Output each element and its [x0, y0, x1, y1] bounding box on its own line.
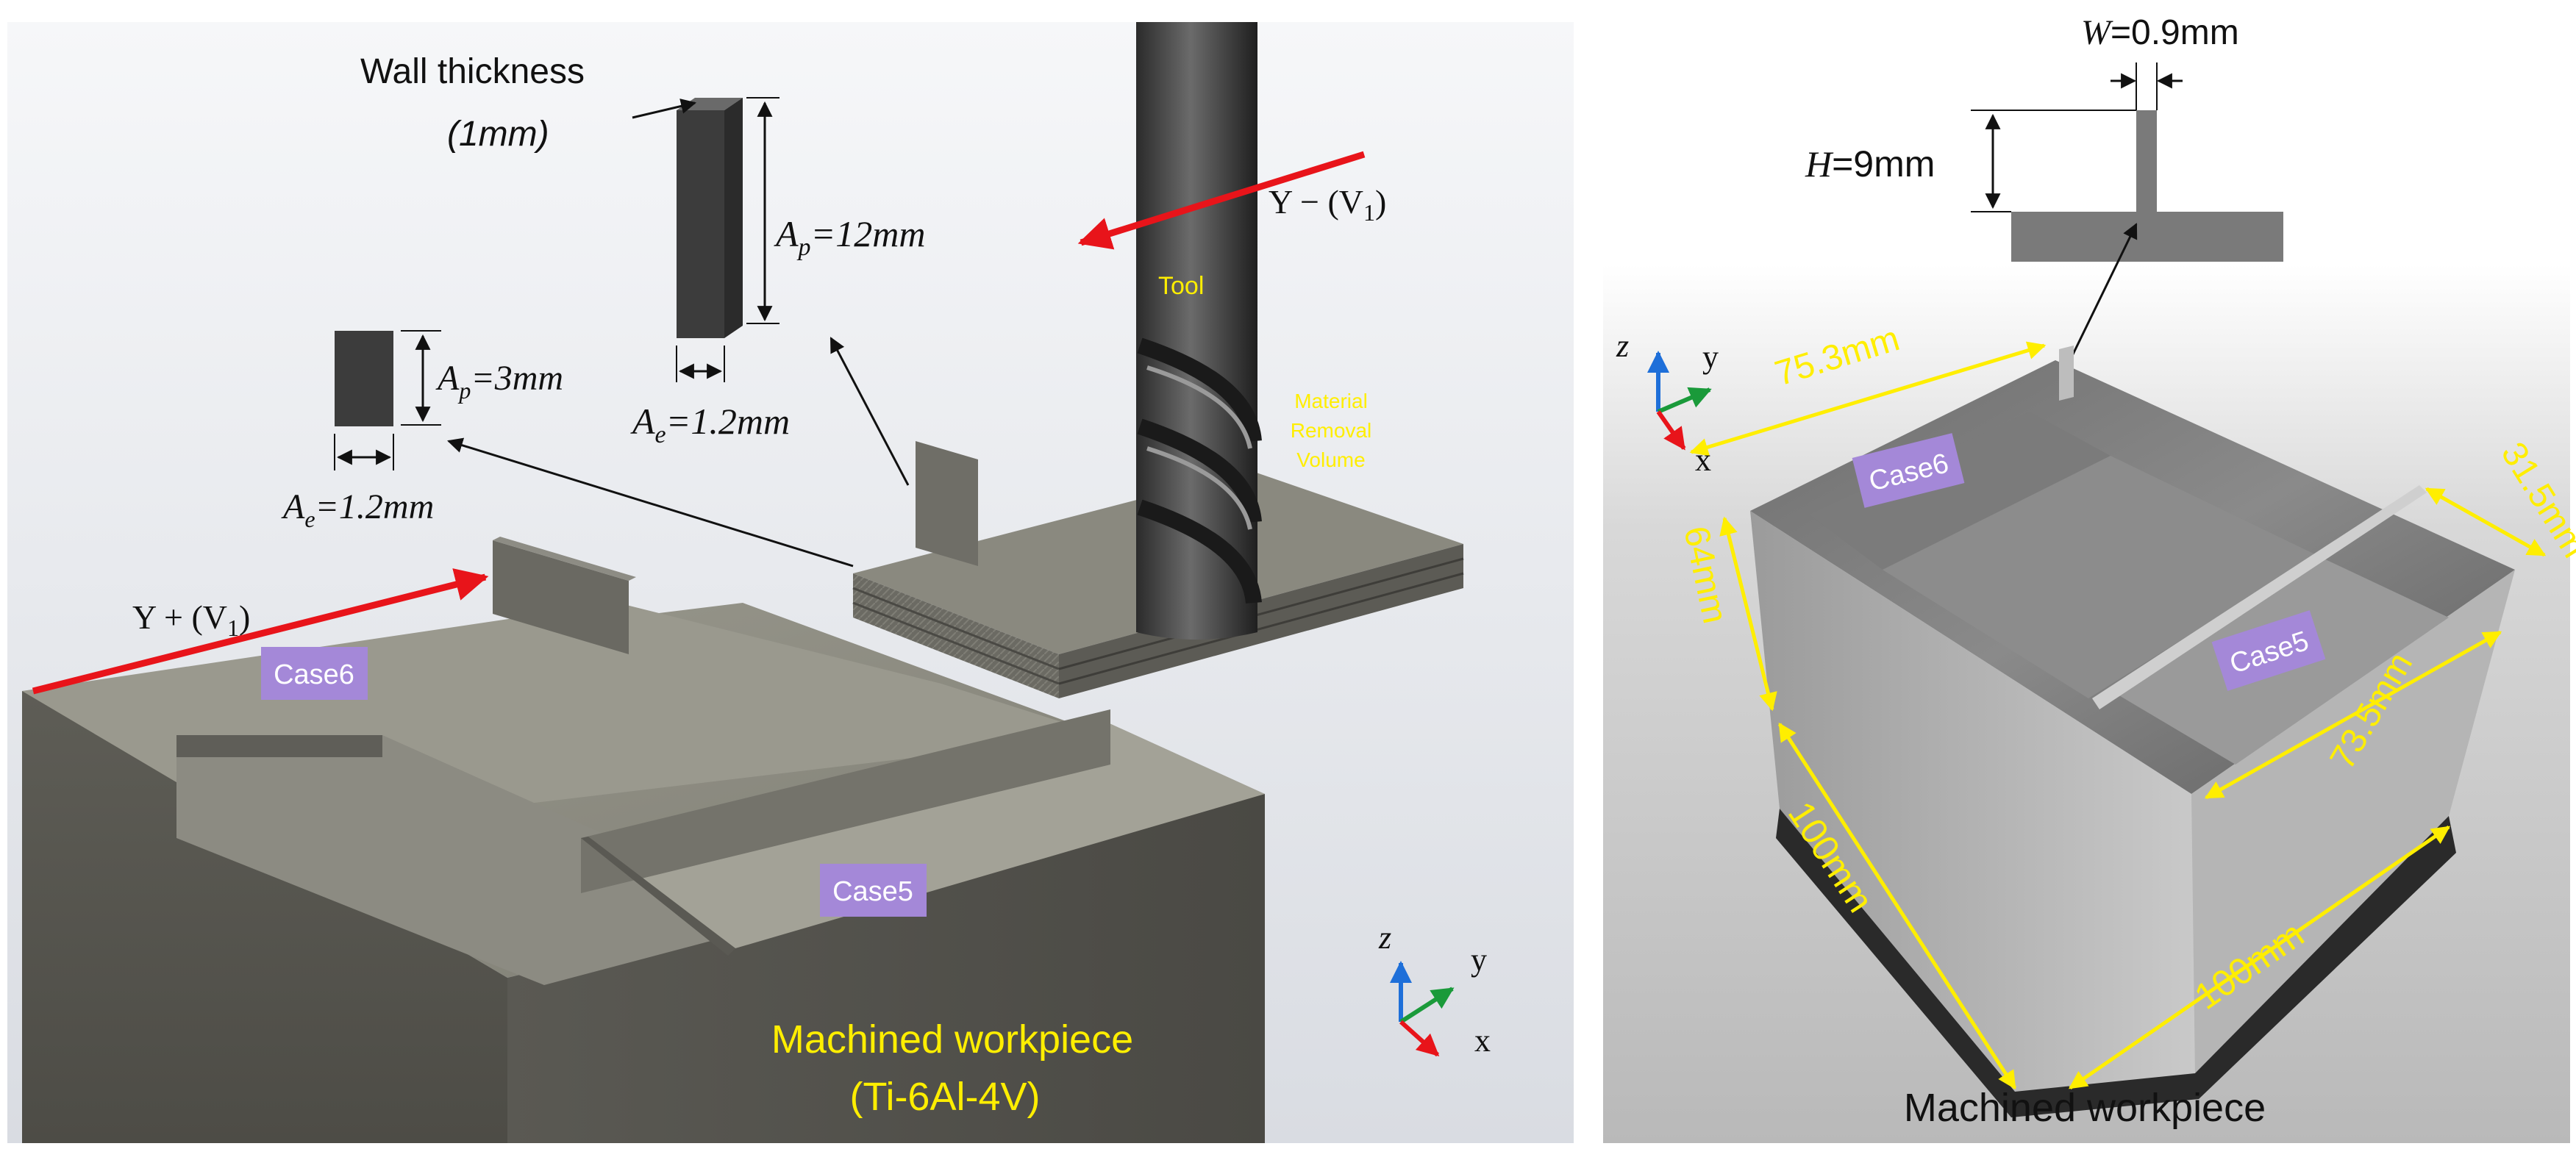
- short-wall-schematic: [335, 331, 393, 426]
- photo-case5-badge: [2211, 610, 2326, 691]
- axis-triad-right: z y x: [1616, 328, 1719, 478]
- y-axis-arrow: [1399, 987, 1455, 1024]
- case6-badge: [261, 647, 368, 700]
- z-axis-label: z: [1616, 328, 1629, 364]
- workpiece-right-face: [507, 794, 1265, 1143]
- x-axis-arrow: [1656, 410, 1686, 451]
- thin-wall-edge: [581, 837, 735, 956]
- leader-arrow-tall: [829, 337, 910, 486]
- material-removal-line-3: Volume: [1296, 448, 1365, 471]
- dim-31-arrow: [2425, 487, 2547, 557]
- tool-flute: [1137, 418, 1262, 523]
- axis-triad-left: z y x: [1378, 920, 1491, 1059]
- left-panel: Tool Material Removal Volume Y − (V1) Y …: [7, 22, 1574, 1143]
- material-removal-line-2: Removal: [1291, 419, 1371, 442]
- y-axis-label: y: [1702, 339, 1719, 375]
- tall-wall-schematic: [677, 110, 724, 338]
- workpiece-material: (Ti-6Al-4V): [849, 1075, 1040, 1119]
- tool-flute-highlight: [1146, 446, 1252, 530]
- t-section-wall: [2136, 110, 2157, 213]
- photo-small-wall: [2059, 346, 2074, 401]
- pocket-case5: [588, 720, 1265, 948]
- ap-small-label: Ap=3mm: [435, 359, 563, 404]
- feed-arrow-y-plus: [32, 568, 489, 695]
- workpiece-title: Machined workpiece: [771, 1017, 1133, 1062]
- pocket-wall: [176, 735, 382, 757]
- photo-thin-wall: [2092, 485, 2427, 709]
- y-axis-label: y: [1471, 942, 1487, 978]
- photo-case6-badge: [1852, 433, 1965, 508]
- w-label: W=0.9mm: [2081, 13, 2239, 52]
- y-minus-label: Y − (V1): [1269, 183, 1386, 226]
- tool-label: Tool: [1158, 272, 1204, 300]
- small-wall-top: [493, 537, 636, 581]
- leader-arrow-short: [446, 437, 854, 568]
- x-axis-arrow: [1399, 1020, 1440, 1057]
- slab-right: [1059, 544, 1463, 698]
- t-section-base: [2011, 212, 2283, 262]
- pocket-case6: [176, 735, 794, 985]
- slab-layer-line: [1058, 572, 1464, 685]
- tall-wall-side: [724, 98, 743, 338]
- tool-flute-highlight: [1146, 365, 1252, 449]
- workpiece-front-face: [22, 691, 507, 1143]
- z-axis-label: z: [1378, 920, 1391, 956]
- ae-large-label: Ae=1.2mm: [630, 401, 790, 448]
- tool: Tool: [1136, 22, 1262, 640]
- slab-layer-line: [852, 601, 1060, 685]
- case5-label: Case5: [832, 876, 913, 907]
- dim-64-arrow: [1719, 516, 1777, 712]
- y-axis-arrow: [1657, 387, 1712, 414]
- slab-layer-line: [852, 587, 1060, 670]
- tool-flute: [1137, 337, 1262, 443]
- dim-73-arrow: [2204, 630, 2502, 800]
- t-section-schematic: W=0.9mm H=9mm: [1805, 13, 2283, 361]
- material-removal-label: Material Removal Volume: [1291, 390, 1371, 471]
- small-wall-case6: [493, 540, 629, 654]
- right-panel: W=0.9mm H=9mm 75.3mm 31.5mm: [1603, 13, 2576, 1143]
- y-plus-label: Y + (V1): [132, 598, 250, 641]
- wall-thickness-label: Wall thickness: [360, 52, 585, 91]
- wall-thickness-value: (1mm): [447, 115, 549, 154]
- photo-pocket-floor: [1883, 456, 2316, 698]
- thickness-arrow: [632, 99, 697, 119]
- case6-label: Case6: [274, 659, 354, 690]
- leader-arrow-t: [2069, 223, 2138, 361]
- slab-front: [853, 573, 1059, 698]
- tool-flute: [1137, 499, 1262, 604]
- tool-shank: [1136, 22, 1257, 309]
- slab-layer-line: [1058, 557, 1464, 670]
- ae-small-label: Ae=1.2mm: [281, 487, 434, 532]
- case5-badge: [820, 864, 927, 917]
- slab-wall: [916, 441, 978, 566]
- material-removal-line-1: Material: [1294, 390, 1368, 412]
- h-label: H=9mm: [1805, 143, 1935, 185]
- x-axis-label: x: [1474, 1023, 1491, 1059]
- thin-wall-long: [581, 709, 1110, 893]
- dim-75-arrow: [1689, 341, 2047, 457]
- dim-100-left-arrow: [1777, 722, 2017, 1090]
- photo-caption: Machined workpiece: [1904, 1086, 2266, 1130]
- ap-large-label: Ap=12mm: [774, 213, 926, 261]
- x-axis-label: x: [1695, 442, 1711, 478]
- feed-arrow-y-minus: [1077, 151, 1366, 250]
- dim-100-bottom-arrow: [2068, 825, 2451, 1090]
